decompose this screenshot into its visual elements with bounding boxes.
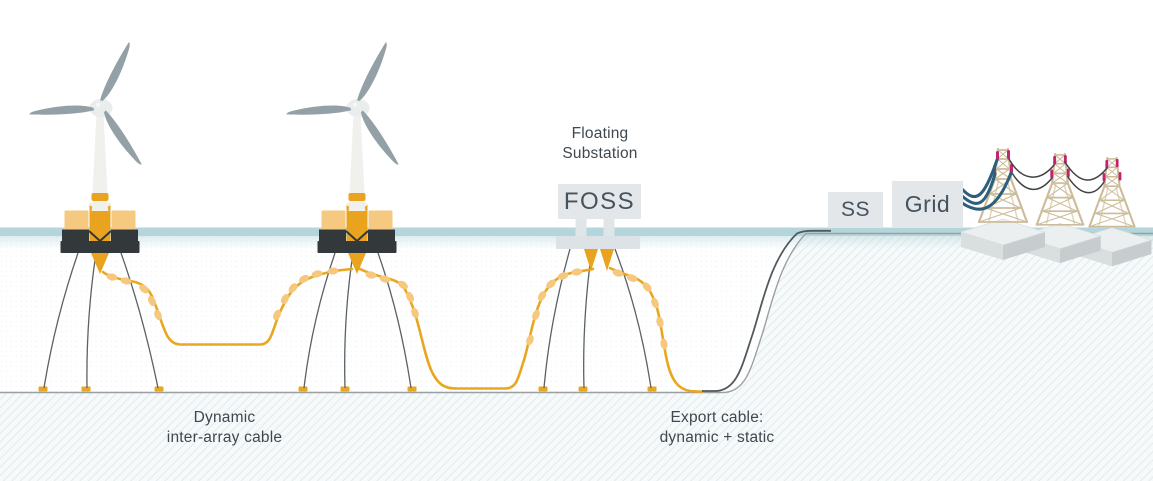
seabed-anchors [38, 386, 657, 392]
export-cable-caption: Export cable: dynamic + static [622, 408, 812, 447]
inter-array-cable-2 [358, 267, 595, 390]
export-caption-line1: Export cable: [670, 409, 764, 426]
floating-substation-label: Floating Substation [530, 124, 670, 163]
ss-label-box: SS [828, 192, 883, 227]
inter-array-caption-line1: Dynamic [193, 409, 256, 426]
seabed-line [0, 232, 1153, 394]
floating-substation-label-line1: Floating [571, 125, 629, 142]
export-cable-dynamic [608, 266, 705, 393]
grid-label-box: Grid [892, 181, 963, 227]
inter-array-cable-caption: Dynamic inter-array cable [132, 408, 317, 447]
floating-substation-label-line2: Substation [562, 144, 638, 162]
pylon-2 [1035, 152, 1085, 226]
export-cable-static [702, 229, 831, 392]
inter-array-cable-1 [101, 267, 354, 346]
foss-label-box: FOSS [558, 184, 641, 219]
subsea-ground-hatch [0, 234, 1153, 481]
grid-connection-cables [960, 158, 1013, 211]
pylon-span-cables [1008, 158, 1108, 194]
pylon-3 [1088, 156, 1136, 228]
grid-label: Grid [904, 190, 951, 217]
foss-platform [556, 216, 640, 271]
foss-label: FOSS [563, 187, 636, 215]
export-caption-line2: dynamic + static [659, 428, 775, 446]
inter-array-caption-line2: inter-array cable [166, 428, 283, 446]
ss-label: SS [840, 197, 870, 221]
grid-pylons [960, 147, 1152, 267]
